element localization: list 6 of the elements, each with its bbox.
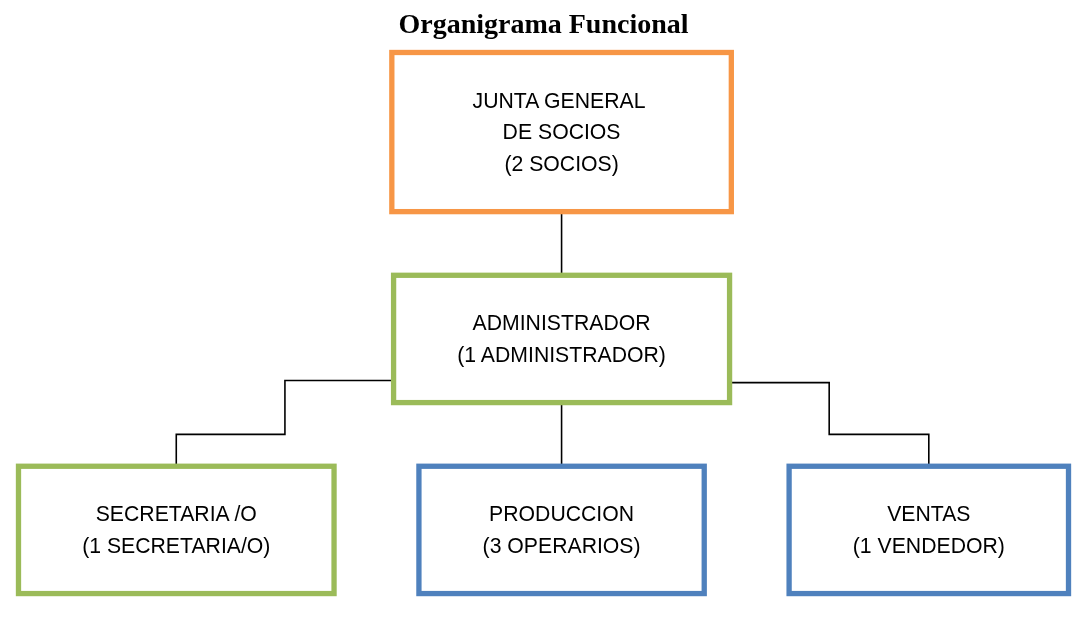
node-box: SECRETARIA /O (1 SECRETARIA/O)	[15, 463, 337, 597]
node-box: VENTAS (1 VENDEDOR)	[786, 463, 1072, 597]
node-box: JUNTA GENERAL DE SOCIOS (2 SOCIOS)	[389, 49, 734, 215]
node-box: PRODUCCION (3 OPERARIOS)	[416, 463, 707, 597]
diagram-title: Organigrama Funcional	[397, 8, 690, 40]
node-box: ADMINISTRADOR (1 ADMINISTRADOR)	[390, 272, 733, 406]
